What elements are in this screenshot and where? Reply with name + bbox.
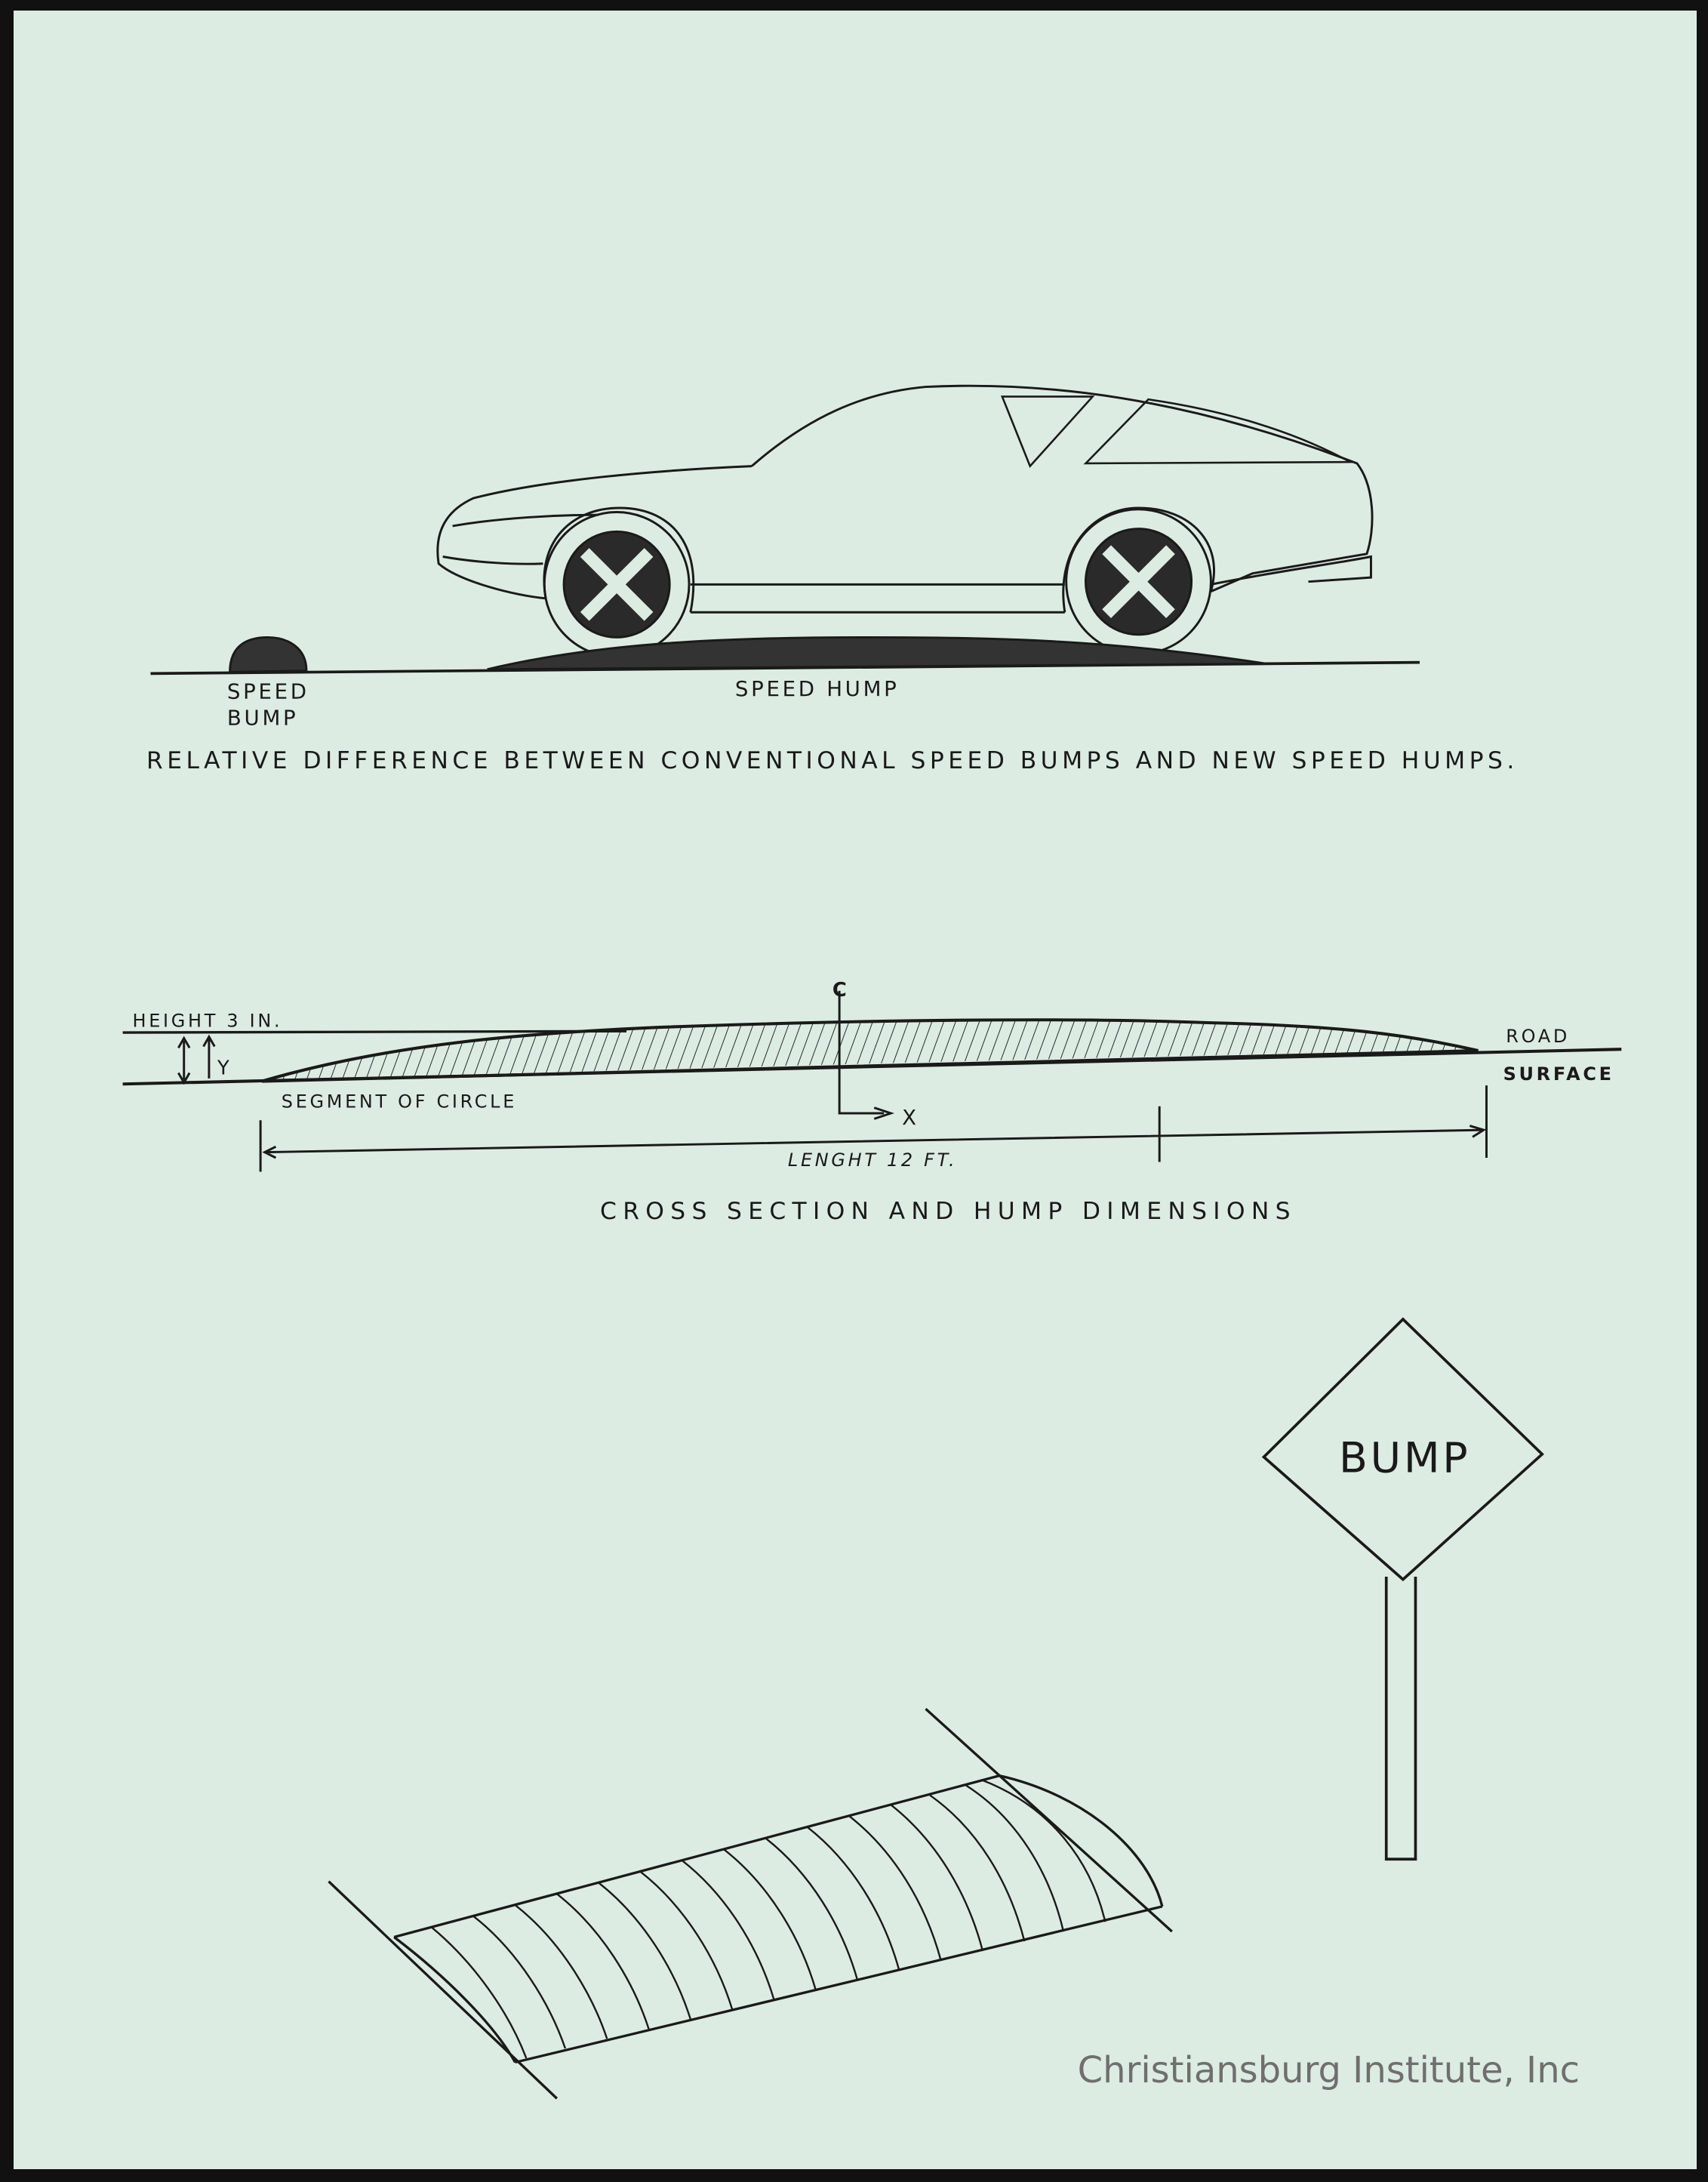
hump-cross-section (261, 1018, 1479, 1083)
height-label: HEIGHT 3 IN. (133, 1011, 283, 1032)
surface-label: SURFACE (1503, 1063, 1614, 1085)
sign-text: BUMP (1339, 1435, 1470, 1483)
y-label: Y (217, 1057, 232, 1079)
height-reference-line (122, 1029, 627, 1034)
x-label: X (902, 1105, 919, 1130)
length-dimension-line (259, 1085, 1488, 1172)
rear-wheel (1065, 508, 1212, 656)
height-arrow (177, 1034, 216, 1085)
car-drawing (436, 384, 1374, 614)
segment-label: SEGMENT OF CIRCLE (282, 1091, 517, 1113)
length-label: LENGHT 12 FT. (788, 1149, 957, 1171)
road-label: ROAD (1506, 1026, 1570, 1047)
hump-perspective-drawing (328, 1707, 1173, 2100)
figure2-caption: CROSS SECTION AND HUMP DIMENSIONS (600, 1198, 1293, 1225)
speed-bump-label-line2: BUMP (227, 706, 298, 731)
centerline-label: C (832, 979, 850, 1002)
speed-bump-shape (229, 636, 308, 674)
speed-bump-label-line1: SPEED (227, 679, 309, 704)
front-wheel (543, 511, 691, 658)
watermark: Christiansburg Institute, Inc (1077, 2049, 1580, 2091)
centerline (838, 990, 895, 1120)
bump-sign (1261, 1317, 1544, 1861)
figure1-caption: RELATIVE DIFFERENCE BETWEEN CONVENTIONAL… (146, 747, 1517, 774)
speed-hump-label: SPEED HUMP (735, 676, 900, 701)
speed-hump-shape (487, 636, 1267, 671)
